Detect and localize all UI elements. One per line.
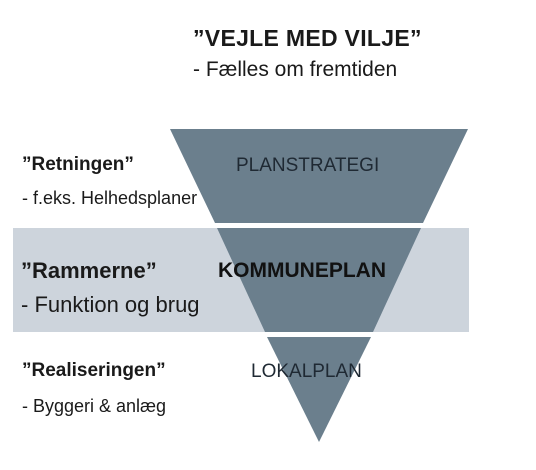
- level-description-retningen: - f.eks. Helhedsplaner: [22, 188, 198, 208]
- level-description-rammerne: - Funktion og brug: [21, 292, 200, 317]
- level-label-planstrategi: PLANSTRATEGI: [236, 155, 380, 176]
- level-name-retningen: ”Retningen”: [22, 154, 134, 175]
- level-description-realiseringen: - Byggeri & anlæg: [22, 396, 167, 416]
- funnel-segment-middle: [217, 228, 421, 332]
- level-name-rammerne: ”Rammerne”: [21, 258, 157, 283]
- funnel-segment-top: [170, 129, 468, 223]
- diagram-title: ”VEJLE MED VILJE”: [193, 25, 422, 51]
- level-name-realiseringen: ”Realiseringen”: [22, 360, 166, 381]
- diagram-subtitle: - Fælles om fremtiden: [193, 58, 398, 81]
- level-label-lokalplan: LOKALPLAN: [251, 361, 362, 382]
- funnel-segment-bottom: [267, 337, 371, 442]
- level-label-kommuneplan: KOMMUNEPLAN: [218, 259, 386, 282]
